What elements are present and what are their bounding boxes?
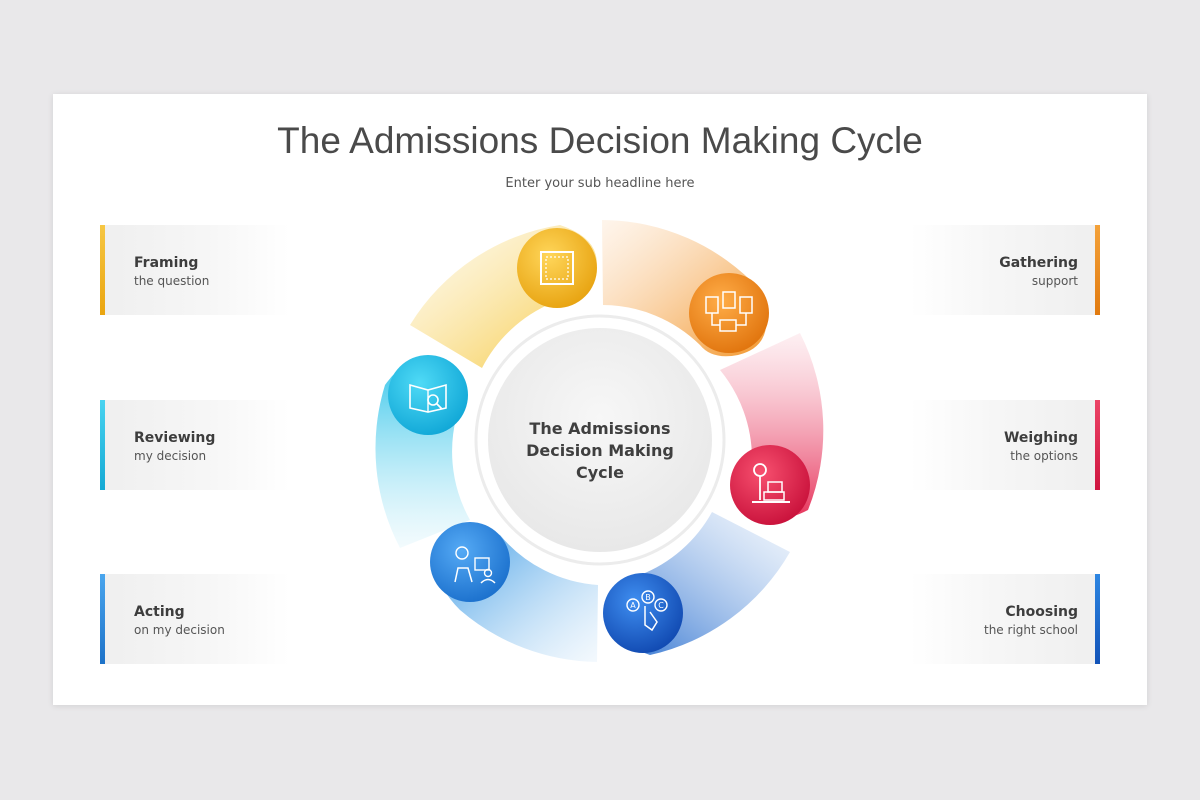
accent-bar xyxy=(1095,225,1100,315)
step-subtitle: the question xyxy=(134,274,210,288)
step-card-reviewing: Reviewing my decision xyxy=(100,400,290,490)
step-title: Weighing xyxy=(1003,430,1078,446)
accent-bar xyxy=(1095,574,1100,664)
step-title: Acting xyxy=(134,604,185,620)
step-title: Reviewing xyxy=(134,430,216,446)
step-subtitle: the right school xyxy=(984,623,1078,637)
scale-icon xyxy=(730,445,810,525)
svg-text:A: A xyxy=(630,601,636,610)
step-title: Choosing xyxy=(1005,604,1078,620)
step-title: Framing xyxy=(134,255,199,271)
step-subtitle: on my decision xyxy=(134,623,225,637)
step-card-weighing: Weighing the options xyxy=(910,400,1100,490)
step-card-acting: Acting on my decision xyxy=(100,574,290,664)
svg-text:B: B xyxy=(645,593,651,602)
step-subtitle: the options xyxy=(1010,449,1078,463)
step-subtitle: support xyxy=(1031,274,1078,288)
frame-icon xyxy=(517,228,597,308)
svg-text:C: C xyxy=(658,601,664,610)
step-title: Gathering xyxy=(999,255,1078,271)
documents-flow-icon xyxy=(689,273,769,353)
abc-choice-icon: A B C xyxy=(603,573,683,653)
hub-label-line1: The Admissions xyxy=(529,419,671,438)
accent-bar xyxy=(1095,400,1100,490)
page-subtitle: Enter your sub headline here xyxy=(505,176,695,191)
hub-ring xyxy=(474,314,726,566)
accent-bar xyxy=(100,574,105,664)
page-title: The Admissions Decision Making Cycle xyxy=(277,120,923,161)
hub-core xyxy=(488,328,712,552)
accent-bar xyxy=(100,400,105,490)
presentation-icon xyxy=(430,522,510,602)
hub-label: The Admissions Decision Making Cycle xyxy=(500,418,700,484)
open-book-icon xyxy=(388,355,468,435)
step-subtitle: my decision xyxy=(134,449,207,463)
step-card-gathering: Gathering support xyxy=(910,225,1100,315)
hub-label-line2: Decision Making Cycle xyxy=(526,441,674,482)
step-card-choosing: Choosing the right school xyxy=(910,574,1100,664)
step-card-framing: Framing the question xyxy=(100,225,290,315)
accent-bar xyxy=(100,225,105,315)
